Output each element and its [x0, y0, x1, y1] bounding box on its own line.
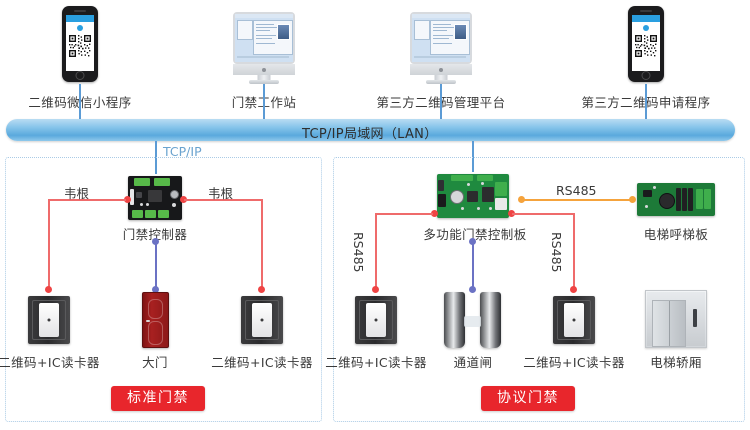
- wire-node-door: [152, 286, 159, 293]
- monitor-foot: [426, 80, 456, 84]
- lan-to-right-controller-line: [472, 141, 474, 172]
- card-reader-icon: [241, 296, 283, 344]
- wire-node-left-reader: [45, 286, 52, 293]
- monitor-foot: [249, 80, 279, 84]
- right-panel-badge: 协议门禁: [481, 386, 575, 411]
- wire-left-rs485-v: [375, 213, 377, 290]
- card-reader-icon: [28, 296, 70, 344]
- wire-node-left-rs485-reader: [372, 286, 379, 293]
- wire-label-wiegand-right: 韦根: [208, 186, 234, 201]
- pcb-board-elevator-icon: [637, 183, 715, 216]
- network-lan-label: TCP/IP局域网（LAN）: [302, 127, 438, 142]
- elevator-board-label: 电梯呼梯板: [643, 227, 709, 242]
- turnstile-gate-icon: [444, 292, 502, 348]
- qr-code-icon: [68, 34, 92, 58]
- elevator-car-icon: [645, 290, 707, 348]
- monitor-chin: [233, 64, 295, 75]
- left-panel-badge: 标准门禁: [111, 386, 205, 411]
- wire-label-wiegand-left: 韦根: [64, 186, 90, 201]
- wire-left-wiegand-h: [48, 199, 126, 201]
- right-controller-label: 多功能门禁控制板: [423, 227, 527, 242]
- right-device-label-turnstile: 通道闸: [453, 355, 493, 370]
- phone-screen: [66, 15, 94, 71]
- qr-code-icon: [634, 34, 658, 58]
- wire-node-right-rs485-reader: [570, 286, 577, 293]
- smartphone-qrcode-icon: [62, 6, 98, 82]
- door-icon: [142, 292, 169, 348]
- phone-avatar-dot: [643, 25, 649, 31]
- apple-logo-icon: [262, 67, 266, 72]
- pcb-board-green-icon: [437, 174, 509, 218]
- app-sidebar: [414, 20, 430, 40]
- phone-home-button: [641, 71, 651, 80]
- phone-status-bar: [66, 15, 94, 22]
- wire-node-elevator-board: [629, 196, 636, 203]
- lan-drop-line-2: [263, 84, 265, 120]
- monitor-neck: [257, 75, 271, 81]
- wire-node-door-controller: [152, 238, 159, 245]
- wire-node-right-wiegand-controller: [180, 196, 187, 203]
- phone-home-button: [75, 71, 85, 80]
- left-device-label-reader-2: 二维码+IC读卡器: [211, 355, 313, 370]
- monitor-neck: [434, 75, 448, 81]
- left-controller-label: 门禁控制器: [122, 227, 188, 242]
- wire-label-rs485-right: RS485: [549, 232, 564, 273]
- network-lan-bar: [6, 119, 735, 141]
- right-device-label-reader-1: 二维码+IC读卡器: [325, 355, 427, 370]
- wire-node-elevator-controller: [518, 196, 525, 203]
- wire-label-rs485-left: RS485: [351, 232, 366, 273]
- monitor-bezel: [233, 12, 295, 64]
- monitor-screen: [235, 14, 293, 62]
- phone-status-bar: [632, 15, 660, 22]
- right-device-label-elevator: 电梯轿厢: [650, 355, 702, 370]
- phone-speaker: [74, 9, 86, 12]
- wire-right-rs485-h: [512, 213, 574, 215]
- wire-node-turnstile: [469, 286, 476, 293]
- wire-node-left-rs485-controller: [431, 210, 438, 217]
- card-reader-icon: [355, 296, 397, 344]
- wire-label-rs485-elevator: RS485: [556, 183, 597, 198]
- card-reader-icon: [553, 296, 595, 344]
- wire-node-left-wiegand-controller: [124, 196, 131, 203]
- right-device-label-reader-2: 二维码+IC读卡器: [523, 355, 625, 370]
- app-sidebar: [237, 20, 253, 40]
- left-panel-standard-access: [5, 157, 322, 422]
- wire-right-wiegand-h: [184, 199, 262, 201]
- monitor-chin: [410, 64, 472, 75]
- wire-door-v: [155, 242, 157, 290]
- apple-logo-icon: [439, 67, 443, 72]
- pcb-board-black-icon: [128, 176, 182, 220]
- right-panel-protocol-access: [333, 157, 745, 422]
- wire-right-wiegand-v: [261, 199, 263, 290]
- wire-elevator-rs485: [522, 199, 632, 201]
- phone-speaker: [640, 9, 652, 12]
- lan-drop-line-3: [440, 84, 442, 120]
- desktop-computer-icon: [410, 12, 472, 84]
- left-device-label-door: 大门: [142, 355, 168, 370]
- wire-node-turnstile-controller: [469, 238, 476, 245]
- app-titlebar: [235, 14, 293, 18]
- photo-thumbnail: [277, 24, 290, 40]
- wire-left-wiegand-v: [48, 199, 50, 290]
- phone-avatar-dot: [77, 25, 83, 31]
- wire-turnstile-v: [472, 242, 474, 290]
- monitor-bezel: [410, 12, 472, 64]
- left-device-label-reader-1: 二维码+IC读卡器: [0, 355, 100, 370]
- desktop-computer-icon: [233, 12, 295, 84]
- photo-thumbnail: [454, 24, 467, 40]
- tcpip-label: TCP/IP: [163, 144, 202, 159]
- smartphone-qrcode-icon: [628, 6, 664, 82]
- phone-screen: [632, 15, 660, 71]
- wire-node-right-rs485-controller: [508, 210, 515, 217]
- wire-node-right-reader: [258, 286, 265, 293]
- app-titlebar: [412, 14, 470, 18]
- lan-drop-line-1: [79, 84, 81, 120]
- lan-drop-line-4: [645, 84, 647, 120]
- monitor-screen: [412, 14, 470, 62]
- wire-right-rs485-v: [573, 213, 575, 290]
- wire-left-rs485-h: [375, 213, 433, 215]
